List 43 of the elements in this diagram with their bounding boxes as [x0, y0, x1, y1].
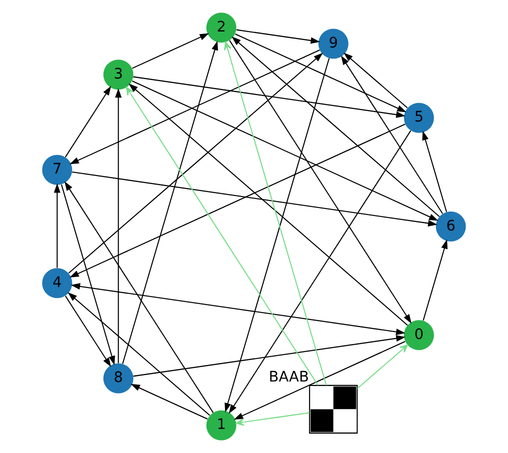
arrow — [232, 36, 440, 218]
arrow — [235, 34, 406, 112]
arrow — [64, 181, 214, 413]
arrow — [128, 84, 408, 326]
arrow — [356, 344, 408, 389]
arrow — [68, 292, 210, 416]
arrow — [115, 88, 122, 364]
arrow — [422, 130, 448, 212]
arrow — [122, 40, 218, 364]
arrow — [60, 184, 115, 366]
node-circle: 5 — [404, 102, 434, 133]
node-circle: 7 — [42, 154, 72, 185]
node-circle: 0 — [404, 320, 434, 350]
arrow — [133, 335, 406, 377]
arrow — [72, 172, 438, 226]
arrow — [132, 80, 438, 221]
arrow — [236, 412, 310, 426]
node-circle: 2 — [206, 12, 236, 43]
arrow — [236, 29, 320, 44]
arrow — [64, 86, 112, 158]
arrow — [69, 124, 406, 278]
arrow — [228, 130, 412, 414]
node-circle: 8 — [103, 363, 134, 394]
node-circle: 3 — [103, 60, 134, 90]
arrow — [422, 239, 448, 321]
arrow — [126, 86, 318, 386]
node-circle: 4 — [42, 268, 72, 298]
arrow — [68, 52, 323, 274]
arrow — [340, 56, 443, 214]
node-circle: 1 — [206, 410, 236, 440]
node-circle: 9 — [318, 28, 348, 59]
arrow — [229, 40, 412, 324]
arrow — [64, 296, 112, 368]
arrow — [70, 50, 320, 164]
arrow — [133, 76, 406, 118]
arrow — [54, 183, 60, 268]
arrow — [344, 52, 408, 108]
arrow — [132, 33, 210, 69]
arrow — [130, 384, 208, 420]
arrow — [70, 283, 406, 336]
arrow — [234, 341, 406, 420]
node-label: BAAB — [268, 370, 309, 386]
node-circle: 6 — [436, 211, 466, 242]
